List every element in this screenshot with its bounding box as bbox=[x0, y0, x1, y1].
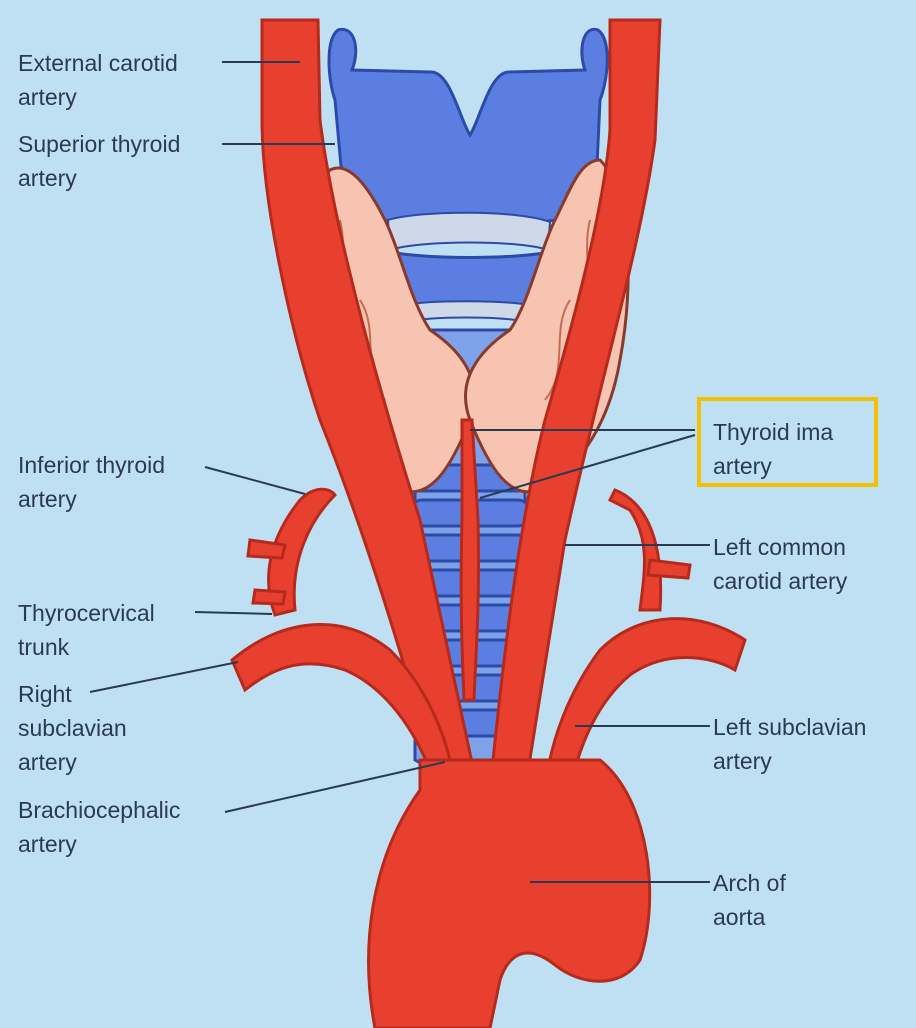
label-right-subclavian-artery: Right subclavian artery bbox=[18, 677, 127, 779]
label-thyroid-ima-artery: Thyroid ima artery bbox=[713, 415, 833, 483]
label-arch-of-aorta: Arch of aorta bbox=[713, 866, 786, 934]
label-left-subclavian-artery: Left subclavian artery bbox=[713, 710, 866, 778]
label-left-common-carotid-artery: Left common carotid artery bbox=[713, 530, 847, 598]
label-external-carotid-artery: External carotid artery bbox=[18, 46, 178, 114]
label-inferior-thyroid-artery: Inferior thyroid artery bbox=[18, 448, 165, 516]
label-brachiocephalic-artery: Brachiocephalic artery bbox=[18, 793, 180, 861]
label-thyrocervical-trunk: Thyrocervical trunk bbox=[18, 596, 155, 664]
label-superior-thyroid-artery: Superior thyroid artery bbox=[18, 127, 180, 195]
